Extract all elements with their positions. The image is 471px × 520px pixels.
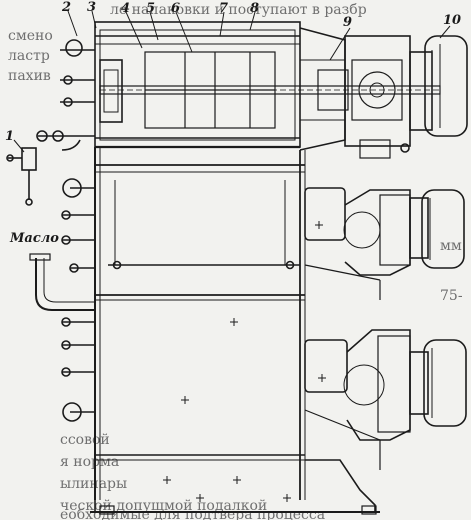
background-text-line: 75- bbox=[440, 288, 463, 304]
oil-label: Масло bbox=[9, 231, 59, 246]
callout-labels: 1 2 3 4 5 6 7 8 9 10 Масло bbox=[5, 0, 461, 246]
background-text-line: ле напаковки и поступают в разбр bbox=[110, 2, 367, 18]
background-text-line: я норма bbox=[60, 454, 119, 470]
background-text-line: мм bbox=[440, 238, 462, 254]
callout-leaders bbox=[13, 10, 451, 153]
callout-3: 3 bbox=[87, 0, 96, 15]
background-text-line: ссовой bbox=[60, 432, 110, 448]
callout-6: 6 bbox=[171, 1, 180, 16]
base-stand bbox=[90, 459, 380, 515]
main-frame bbox=[94, 147, 306, 500]
background-text-line: ческой допущмой подалкой bbox=[60, 498, 267, 514]
callout-10: 10 bbox=[443, 13, 461, 28]
background-text-layer: ле напаковки и поступают в разбр смено л… bbox=[8, 2, 463, 520]
callout-7: 7 bbox=[219, 1, 228, 16]
background-text-line: ылинары bbox=[60, 476, 127, 492]
middle-drive-unit bbox=[304, 187, 465, 300]
rivet-marks bbox=[163, 221, 326, 502]
top-drum-housing bbox=[94, 21, 441, 149]
callout-8: 8 bbox=[250, 1, 259, 16]
background-text-line: смено bbox=[8, 28, 53, 44]
top-gearbox bbox=[317, 35, 411, 159]
callout-9: 9 bbox=[343, 15, 352, 30]
background-text-line: пахив bbox=[8, 68, 51, 84]
oil-pipe bbox=[29, 253, 95, 311]
background-text-line: ластр bbox=[8, 48, 50, 64]
oil-valve bbox=[6, 147, 37, 206]
callout-2: 2 bbox=[61, 0, 71, 15]
left-fittings bbox=[36, 39, 95, 422]
top-motor bbox=[409, 35, 468, 137]
lower-drive-unit bbox=[304, 329, 467, 470]
callout-4: 4 bbox=[121, 1, 130, 16]
callout-1: 1 bbox=[5, 129, 14, 144]
callout-5: 5 bbox=[146, 1, 155, 16]
background-text-line: еобходимые для подтвера процесса bbox=[60, 507, 325, 520]
